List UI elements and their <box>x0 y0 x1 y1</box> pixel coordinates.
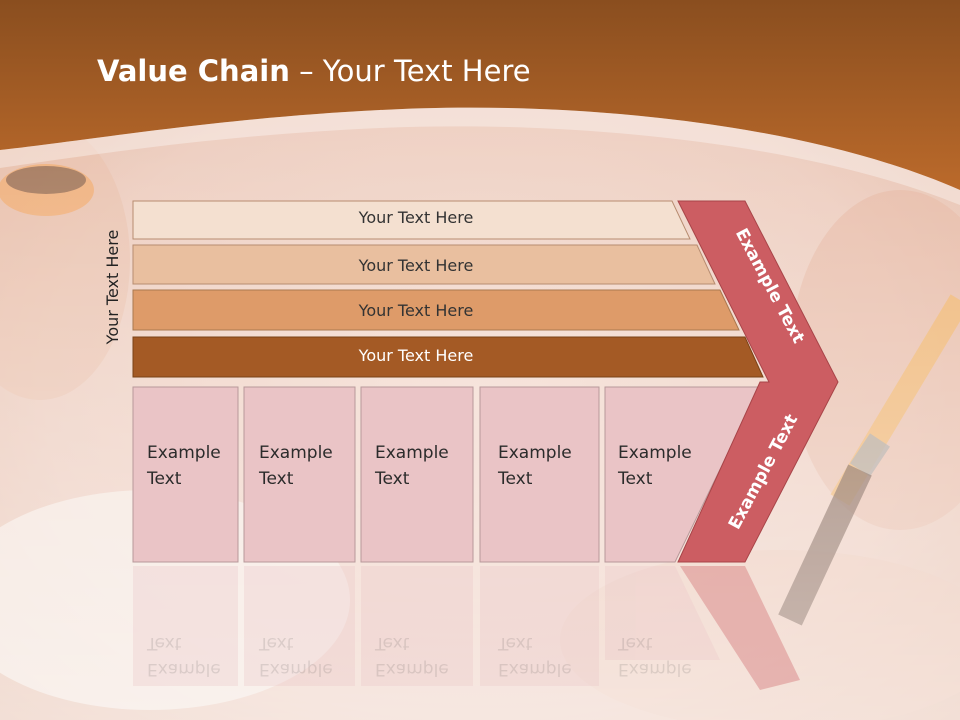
box-2-line2: Text <box>259 469 294 489</box>
box-4-line1: Example <box>498 443 572 463</box>
side-label: Your Text Here <box>103 229 122 345</box>
slide-title: Value Chain – Your Text Here <box>97 54 531 88</box>
box-5-text: Example Text <box>618 440 692 492</box>
box-3-text: Example Text <box>375 440 449 492</box>
band-1-label: Your Text Here <box>358 208 474 227</box>
box-3-reflection-line1: Example <box>375 659 449 679</box>
box-3-reflection: Example Text <box>375 630 449 682</box>
band-3-label: Your Text Here <box>358 301 474 320</box>
box-4-reflection-line1: Example <box>498 659 572 679</box>
box-4-text: Example Text <box>498 440 572 492</box>
box-4-reflection-line2: Text <box>498 633 533 653</box>
box-2-reflection-line1: Example <box>259 659 333 679</box>
title-bold: Value Chain <box>97 54 290 88</box>
box-4-line2: Text <box>498 469 533 489</box>
box-3-line1: Example <box>375 443 449 463</box>
box-2-text: Example Text <box>259 440 333 492</box>
box-1-reflection: Example Text <box>147 630 221 682</box>
box-1-reflection-line1: Example <box>147 659 221 679</box>
band-4-label: Your Text Here <box>358 346 474 365</box>
box-1-reflection-line2: Text <box>147 633 182 653</box>
box-3-reflection-line2: Text <box>375 633 410 653</box>
box-3-line2: Text <box>375 469 410 489</box>
box-1-line2: Text <box>147 469 182 489</box>
title-rest: – Your Text Here <box>289 54 531 88</box>
box-2-reflection-line2: Text <box>259 633 294 653</box>
box-5-reflection-line2: Text <box>618 633 653 653</box>
box-1-text: Example Text <box>147 440 221 492</box>
box-5-reflection: Example Text <box>618 630 692 682</box>
box-1-line1: Example <box>147 443 221 463</box>
box-2-reflection: Example Text <box>259 630 333 682</box>
box-2-line1: Example <box>259 443 333 463</box>
box-5-reflection-line1: Example <box>618 659 692 679</box>
box-5-line1: Example <box>618 443 692 463</box>
box-4-reflection: Example Text <box>498 630 572 682</box>
box-5-line2: Text <box>618 469 653 489</box>
band-2-label: Your Text Here <box>358 256 474 275</box>
